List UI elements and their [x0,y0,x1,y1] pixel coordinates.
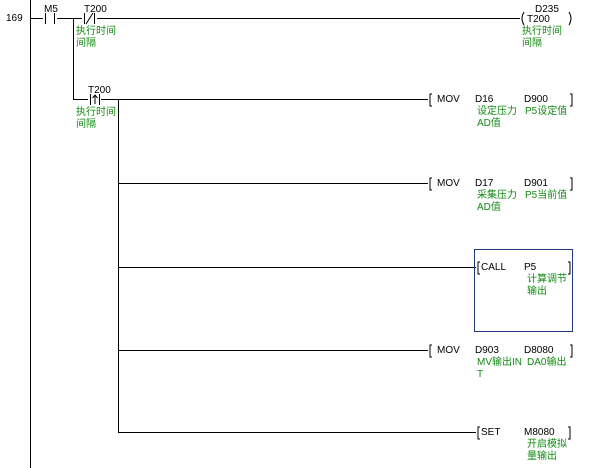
t200-nc-comment-line1: 执行时间 [76,26,116,37]
t200-nc-device-label: T200 [84,4,107,15]
t200-rise-device-label: T200 [88,85,111,96]
selection-cursor[interactable] [474,249,573,332]
instr-3-op: CALL [481,262,507,273]
call-instruction-brackets[interactable] [477,261,571,275]
t200-rising-edge-contact[interactable] [90,94,100,105]
timer-coil-comment-line1: 执行时间 [522,26,562,37]
instr-5-op: SET [481,427,501,438]
instr-1-source-comment-line1: 设定压力 [477,106,517,117]
timer-coil-comment-line2: 间隔 [522,38,542,49]
instr-2-source: D17 [475,178,494,189]
instr-2-dest-comment: P5当前值 [525,190,568,201]
instr-1-source: D16 [475,94,494,105]
instr-2-op: MOV [437,178,460,189]
t200-rise-comment-line1: 执行时间 [76,107,116,118]
instr-1-source-comment-line2: AD值 [477,118,501,129]
set-instruction-brackets[interactable] [477,426,571,440]
instr-5-comment-line2: 量输出 [527,451,557,462]
instr-3-comment-line1: 计算调节 [527,274,567,285]
instr-1-dest: D900 [524,94,548,105]
instr-3-comment-line2: 输出 [527,286,547,297]
t200-rise-comment-line2: 间隔 [76,119,96,130]
m5-contact[interactable] [45,13,55,24]
instr-4-op: MOV [437,345,460,356]
instr-4-source-comment-line1: MV输出IN [477,357,522,368]
instr-5-comment-line1: 开启模拟 [527,439,567,450]
instr-4-dest-comment: DA0输出 [527,357,567,368]
t200-nc-contact[interactable] [84,12,95,25]
mov-instruction-2-brackets[interactable] [429,177,573,191]
instr-3-pointer: P5 [524,262,537,273]
instr-2-source-comment-line1: 采集压力 [477,190,517,201]
step-number: 169 [6,13,23,24]
t200-nc-comment-line2: 间隔 [76,38,96,49]
mov-instruction-3-brackets[interactable] [429,344,573,358]
instr-1-op: MOV [437,94,460,105]
instr-5-device: M8080 [524,427,555,438]
instr-2-dest: D901 [524,178,548,189]
t200-timer-coil[interactable] [521,11,572,26]
instr-2-source-comment-line2: AD值 [477,202,501,213]
m5-device-label: M5 [44,4,58,15]
timer-coil-device: T200 [527,14,550,25]
instr-4-dest: D8080 [524,345,554,356]
instr-4-source: D903 [475,345,499,356]
instr-1-dest-comment: P5设定值 [525,106,568,117]
mov-instruction-1-brackets[interactable] [429,93,573,107]
instr-4-source-comment-line2: T [477,369,484,380]
timer-preset-label: D235 [535,4,559,15]
